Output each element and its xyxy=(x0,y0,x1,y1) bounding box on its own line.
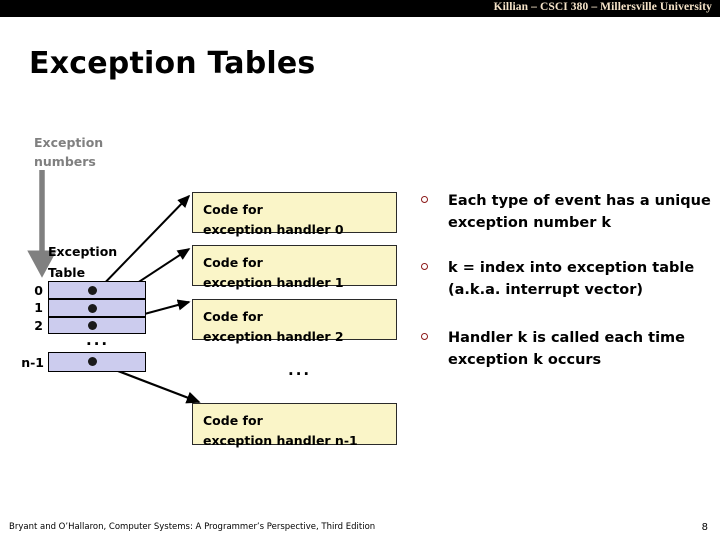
table-index-0: 0 xyxy=(34,283,43,298)
footer-reference: Bryant and O’Hallaron, Computer Systems:… xyxy=(9,522,376,532)
handler-box-2[interactable]: Code for exception handler 2 xyxy=(192,299,397,344)
table-ellipsis: ... xyxy=(86,331,110,349)
exception-table-row-n-1[interactable] xyxy=(48,352,146,372)
bullet-item-2: k = index into exception table (a.k.a. i… xyxy=(418,257,716,301)
handler-box-0[interactable]: Code for exception handler 0 xyxy=(192,192,397,237)
table-entry-dot-1 xyxy=(88,304,97,313)
table-index-n-1: n-1 xyxy=(21,355,44,370)
table-index-1: 1 xyxy=(34,300,43,315)
table-entry-dot-2 xyxy=(88,321,97,330)
top-banner xyxy=(0,0,720,17)
exception-table-rows-0-2[interactable] xyxy=(48,281,146,334)
bullet-item-3: Handler k is called each time exception … xyxy=(418,327,716,371)
table-row-separator-1-2 xyxy=(48,316,146,318)
bullet-text-3: Handler k is called each time exception … xyxy=(448,330,685,368)
bullet-text-1: Each type of event has a unique exceptio… xyxy=(448,193,711,231)
table-index-2: 2 xyxy=(34,318,43,333)
handlers-ellipsis: ... xyxy=(288,361,312,379)
table-entry-dot-0 xyxy=(88,286,97,295)
page-title: Exception Tables xyxy=(29,46,316,81)
exception-numbers-label: Exception numbers xyxy=(34,135,104,169)
handler-box-n-1[interactable]: Code for exception handler n-1 xyxy=(192,403,397,448)
banner-title: Killian – CSCI 380 – Millersville Univer… xyxy=(493,1,712,13)
table-entry-dot-n-1 xyxy=(88,357,97,366)
bullet-marker-icon xyxy=(421,333,428,340)
table-row-separator-0-1 xyxy=(48,298,146,300)
bullet-text-2: k = index into exception table (a.k.a. i… xyxy=(448,260,695,298)
bullet-item-1: Each type of event has a unique exceptio… xyxy=(418,190,716,234)
handler-box-1[interactable]: Code for exception handler 1 xyxy=(192,245,397,290)
exception-table-label: Exception Table xyxy=(48,244,118,280)
page-number: 8 xyxy=(701,522,708,533)
bullet-marker-icon xyxy=(421,196,428,203)
bullet-marker-icon xyxy=(421,263,428,270)
bullet-list: Each type of event has a unique exceptio… xyxy=(418,190,716,394)
